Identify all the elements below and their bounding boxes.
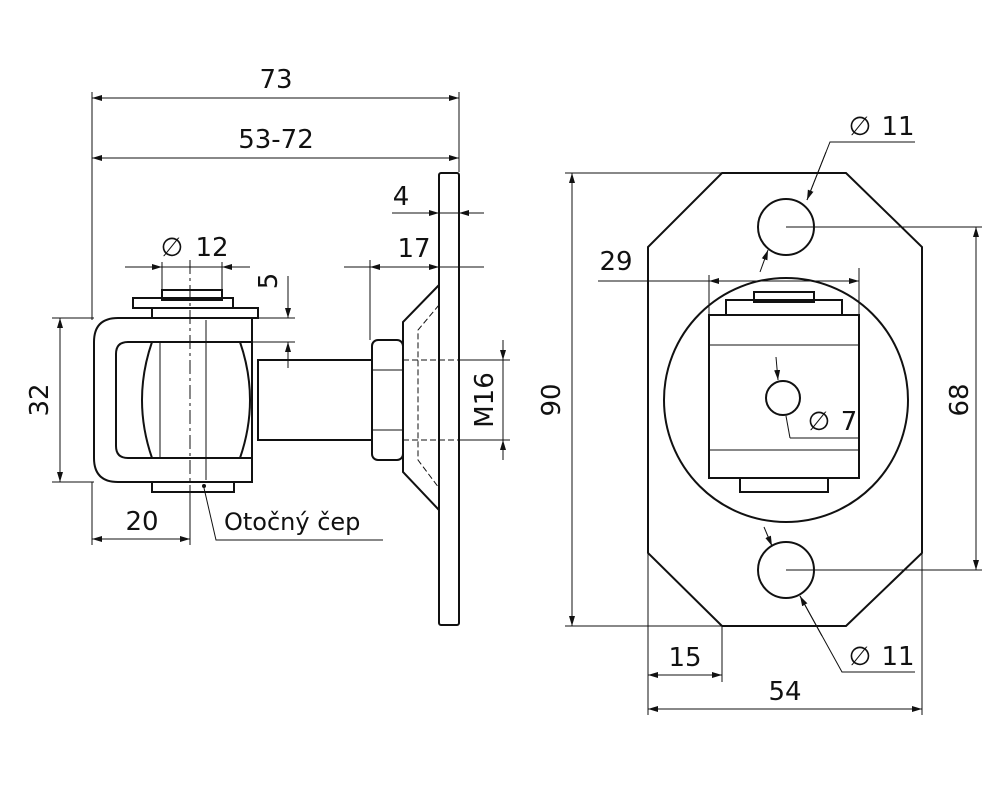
center-hole-symbol: ∅ xyxy=(808,407,831,437)
mounting-plate xyxy=(438,172,460,626)
side-dimensions: 73 53-72 4 17 ∅ 12 5 32 xyxy=(25,65,510,545)
dim-eye-height: 32 xyxy=(25,383,55,416)
hole-diameter-top-symbol: ∅ xyxy=(849,112,872,142)
dim-hole-spacing: 68 xyxy=(945,383,975,416)
dim-gap: 5 xyxy=(254,273,284,290)
hole-diameter-bottom-symbol: ∅ xyxy=(849,642,872,672)
plate-view xyxy=(647,172,923,627)
bottom-cap xyxy=(151,481,235,493)
hinge-eye xyxy=(93,317,253,483)
dim-plate-width: 54 xyxy=(768,677,801,707)
dim-adjust-range: 53-72 xyxy=(238,125,314,155)
base-plate-outline xyxy=(647,172,923,627)
dim-center-hole: 7 xyxy=(841,407,858,437)
dim-plate-thickness: 4 xyxy=(393,182,410,212)
dim-nut-width: 17 xyxy=(397,234,430,264)
dim-overall-length: 73 xyxy=(259,65,292,95)
threaded-rod xyxy=(257,359,373,441)
hex-nut xyxy=(371,339,404,461)
bracket-body xyxy=(708,314,860,479)
center-hole xyxy=(765,380,801,416)
plate-gusset xyxy=(402,284,440,511)
dim-pin-diameter: 12 xyxy=(195,233,228,263)
dim-hole-diameter-top: 11 xyxy=(881,112,914,142)
side-view xyxy=(93,172,460,626)
dim-plate-height: 90 xyxy=(537,383,567,416)
pin-diameter-symbol: ∅ xyxy=(161,233,184,263)
ball-roller xyxy=(141,341,251,459)
plate-dimensions: ∅ 11 29 90 68 ∅ 7 ∅ 11 15 54 xyxy=(537,112,982,715)
dim-eye-offset: 20 xyxy=(125,507,158,537)
dim-thread: M16 xyxy=(470,372,500,428)
pivot-pin-label: Otočný čep xyxy=(224,508,360,536)
dim-chamfer: 15 xyxy=(668,643,701,673)
dim-hole-diameter-bottom: 11 xyxy=(881,642,914,672)
dim-bracket-width: 29 xyxy=(599,247,632,277)
